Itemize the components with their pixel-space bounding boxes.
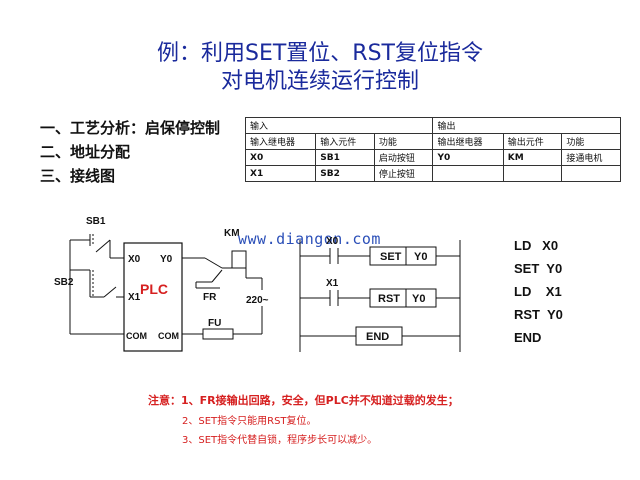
plc-x0-label: X0: [128, 254, 141, 265]
step-1: 一、工艺分析：启保停控制: [40, 119, 221, 137]
com-label-1: COM: [126, 331, 147, 341]
com-label-2: COM: [158, 331, 179, 341]
ladder-rst-label: RST: [378, 293, 400, 305]
fr-label: FR: [203, 292, 217, 303]
ladder-x0-label: X0: [326, 236, 339, 247]
table-row: X1 SB2 停止按钮: [244, 165, 621, 182]
plc-x1-label: X1: [128, 292, 141, 303]
sb2-label: SB2: [54, 277, 74, 288]
io-address-table: 输入 输出 输入继电器 输入元件 功能 输出继电器 输出元件 功能 X0 SB1…: [244, 117, 621, 182]
instruction-line-3: LD X1: [514, 284, 562, 299]
title-line-2: 对电机连续运行控制: [220, 69, 419, 94]
plc-label: PLC: [140, 281, 168, 297]
instruction-line-2: SET Y0: [514, 261, 563, 276]
table-row: 输入继电器 输入元件 功能 输出继电器 输出元件 功能: [244, 133, 621, 150]
table-cell: 接通电机: [561, 149, 621, 166]
km-label: KM: [224, 228, 240, 239]
title-line-1: 例：利用SET置位、RST复位指令: [157, 41, 483, 66]
step-2: 二、地址分配: [40, 143, 131, 161]
note-1: 注意：1、FR接输出回路，安全，但PLC并不知道过载的发生；: [148, 394, 459, 407]
table-cell: X1: [244, 165, 317, 182]
ladder-y0-label-2: Y0: [412, 293, 425, 305]
table-cell: [432, 165, 504, 182]
instruction-line-5: END: [514, 330, 542, 345]
ladder-end-label: END: [366, 331, 389, 343]
note-2: 2、SET指令只能用RST复位。: [182, 416, 317, 427]
step-3: 三、接线图: [40, 167, 116, 185]
instruction-line-1: LD X0: [514, 238, 559, 253]
watermark: www.diangon.com: [238, 230, 381, 248]
sb1-label: SB1: [86, 216, 106, 227]
note-3: 3、SET指令代替自锁，程序步长可以减少。: [182, 435, 378, 446]
fu-label: FU: [208, 318, 221, 329]
voltage-label: 220~: [246, 295, 269, 306]
ladder-set-label: SET: [380, 251, 402, 263]
table-cell: [561, 165, 621, 182]
plc-y0-label: Y0: [160, 254, 173, 265]
instruction-line-4: RST Y0: [514, 307, 563, 322]
ladder-x1-label: X1: [326, 278, 339, 289]
ladder-y0-label-1: Y0: [414, 251, 427, 263]
table-row: X0 SB1 启动按钮 Y0 KM 接通电机: [244, 149, 621, 166]
table-row: 输入 输出: [244, 117, 621, 134]
